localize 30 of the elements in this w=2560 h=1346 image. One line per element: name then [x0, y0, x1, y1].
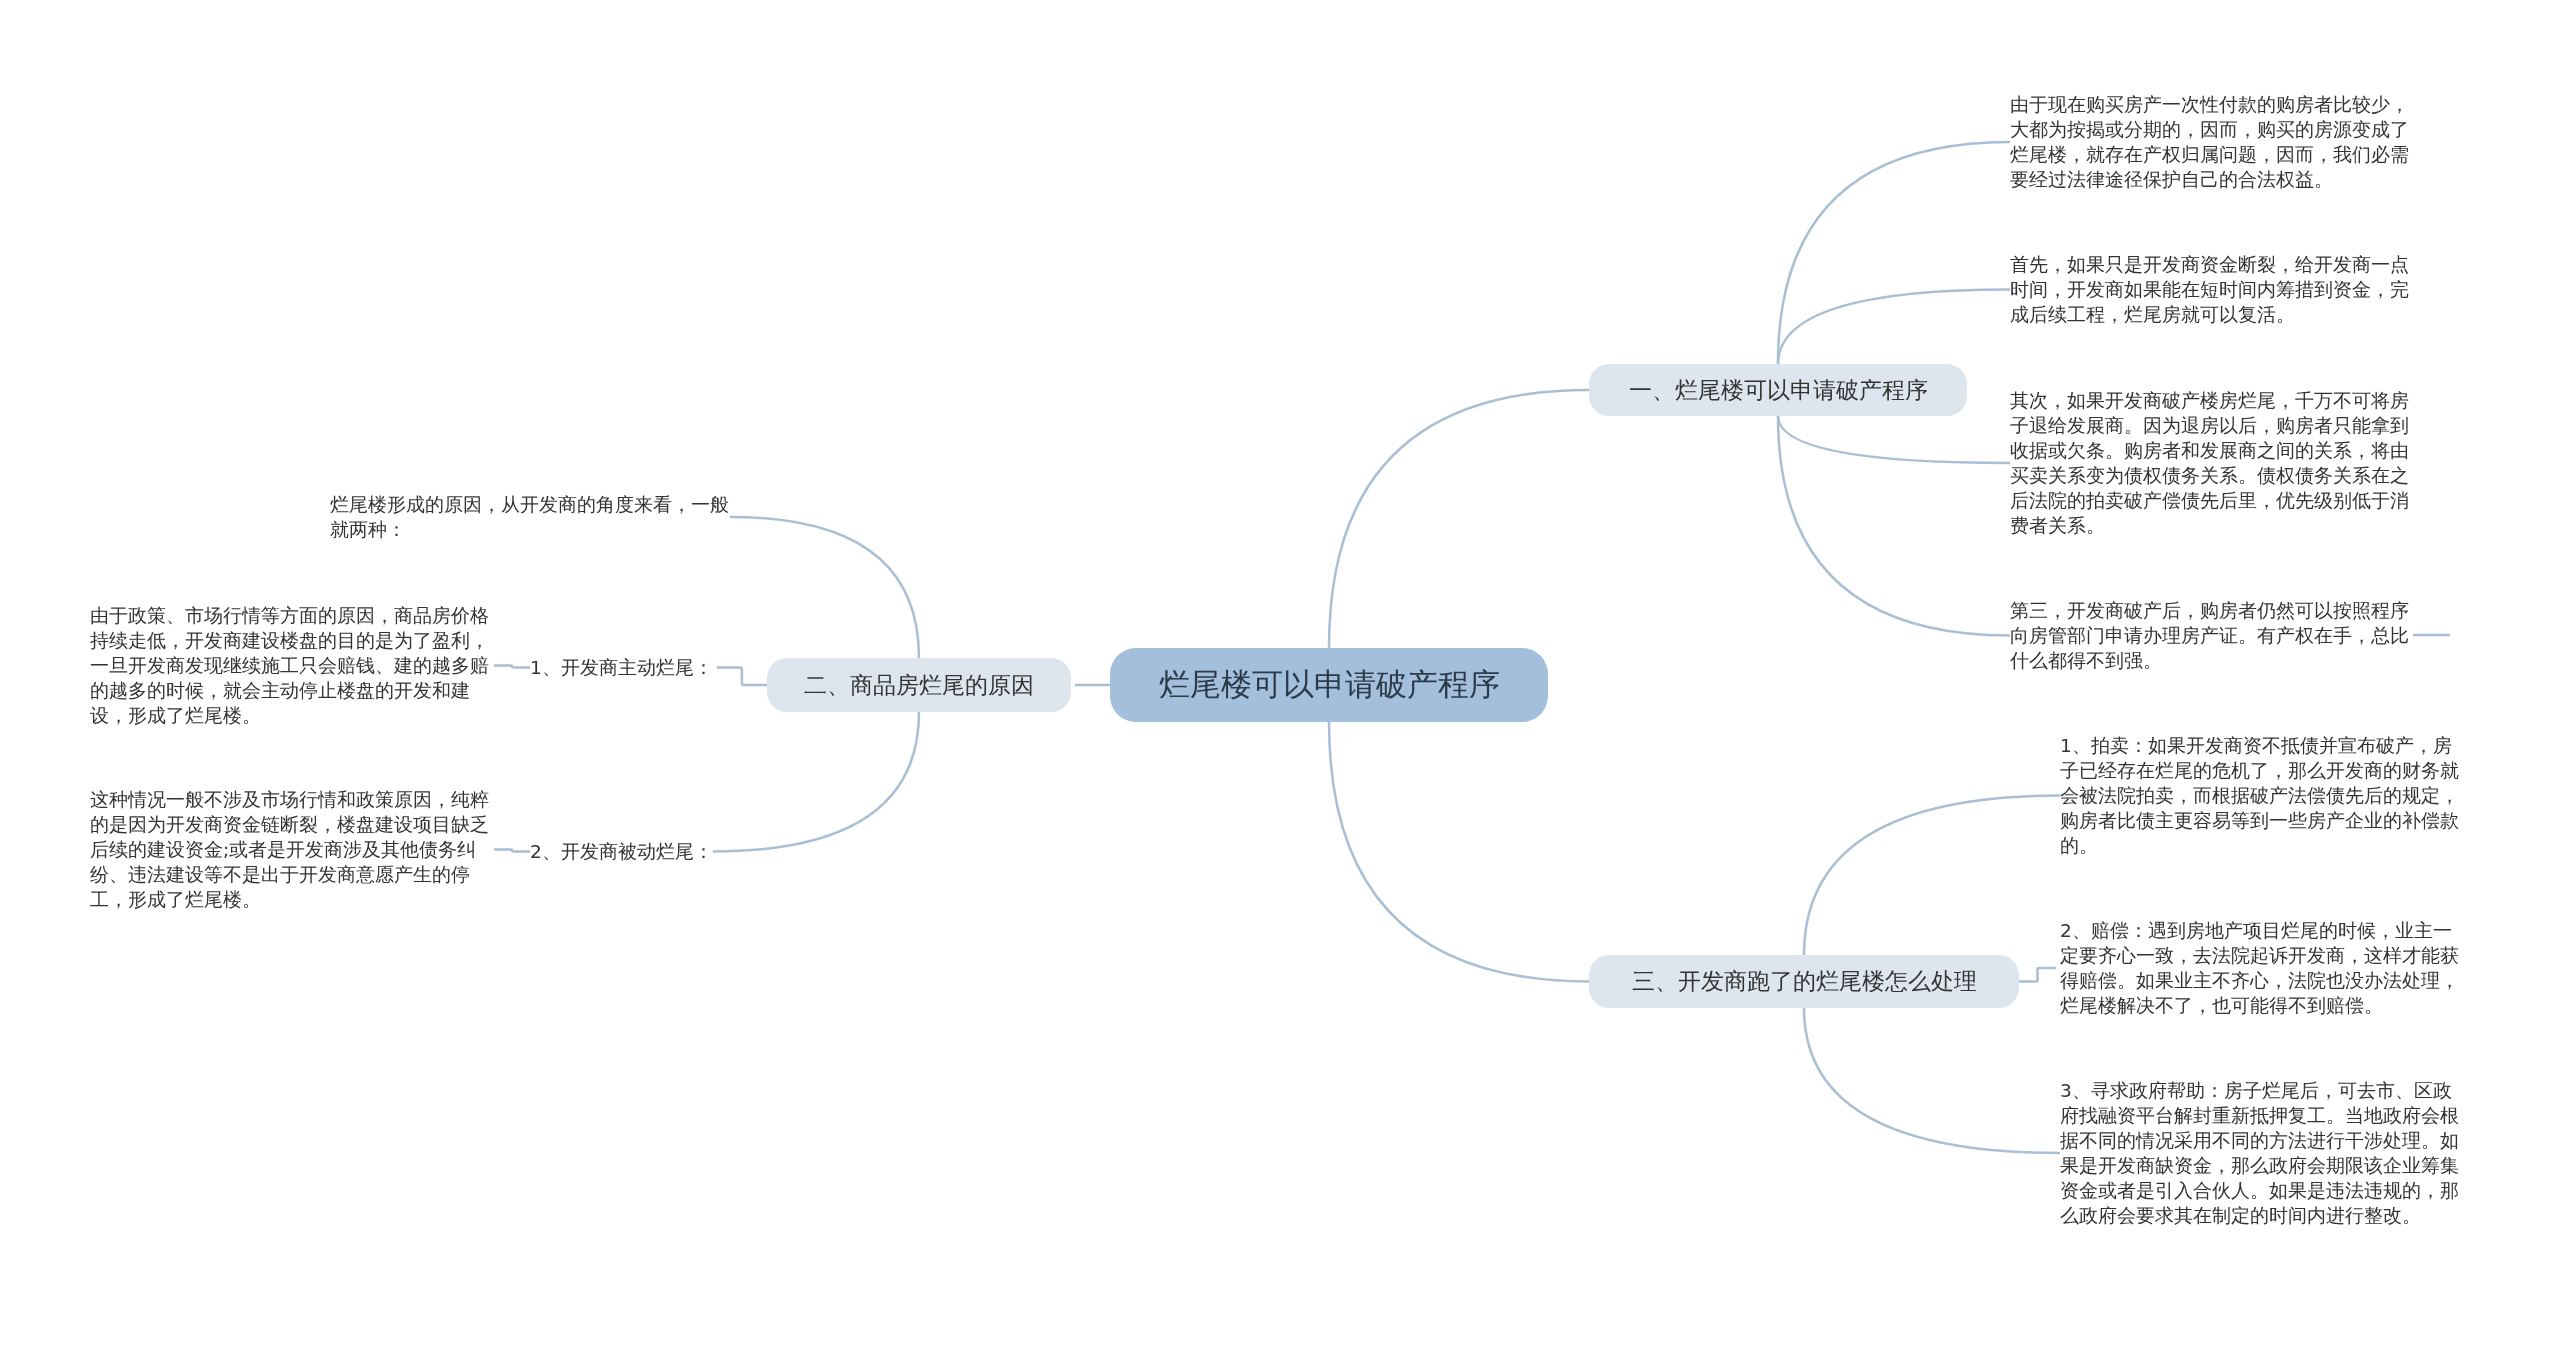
connector-line: [494, 848, 530, 853]
connector-line: [1776, 415, 2010, 465]
connector-line: [494, 664, 530, 669]
note-text: 首先，如果只是开发商资金断裂，给开发商一点时间，开发商如果能在短时间内筹措到资金，完成后续工程，烂尾房就可以复活。: [2010, 252, 2415, 327]
connector-line: [712, 711, 921, 853]
connector-line: [2019, 966, 2056, 983]
branch-topic: 一、烂尾楼可以申请破产程序: [1589, 364, 1967, 416]
note-text: 第三，开发商破产后，购房者仍然可以按照程序向房管部门申请办理房产证。有产权在手，总比什么都得不到强。: [2010, 598, 2415, 673]
connector-line: [1776, 288, 2010, 365]
subtopic-text: 1、开发商主动烂尾：: [530, 655, 713, 680]
connector-line: [1327, 721, 1590, 983]
central-topic: 烂尾楼可以申请破产程序: [1110, 648, 1548, 722]
connector-line: [1802, 794, 2061, 956]
branch-topic: 三、开发商跑了的烂尾楼怎么处理: [1589, 955, 2019, 1008]
note-text: 1、拍卖：如果开发商资不抵债并宣布破产，房子已经存在烂尾的危机了，那么开发商的财务就会被法院拍卖，而根据破产法偿债先后的规定，购房者比债主更容易等到一些房产企业的补偿款的。: [2060, 733, 2460, 858]
note-text: 3、寻求政府帮助：房子烂尾后，可去市、区政府找融资平台解封重新抵押复工。当地政府会根据不同的情况采用不同的方法进行干涉处理。如果是开发商缺资金，那么政府会期限该企业筹集资金或者是引入合伙人。如果是违法违规的，那么政府会要求其在制定的时间内进行整改。: [2060, 1078, 2460, 1228]
note-text: 其次，如果开发商破产楼房烂尾，千万不可将房子退给发展商。因为退房以后，购房者只能拿到收据或欠条。购房者和发展商之间的关系，将由买卖关系变为债权债务关系。债权债务关系在之后法院的拍卖破产偿债先后里，优先级别低于消费者关系。: [2010, 388, 2415, 538]
connector-line: [1075, 683, 1110, 687]
branch-topic: 二、商品房烂尾的原因: [767, 658, 1071, 712]
note-text: 这种情况一般不涉及市场行情和政策原因，纯粹的是因为开发商资金链断裂，楼盘建设项目缺乏后续的建设资金;或者是开发商涉及其他债务纠纷、违法建设等不是出于开发商意愿产生的停工，形成了烂尾楼。: [90, 787, 490, 912]
connector-line: [716, 666, 767, 687]
subtopic-text: 2、开发商被动烂尾：: [530, 839, 713, 864]
note-text: 由于现在购买房产一次性付款的购房者比较少，大都为按揭或分期的，因而，购买的房源变成了烂尾楼，就存在产权归属问题，因而，我们必需要经过法律途径保护自己的合法权益。: [2010, 92, 2415, 192]
connector-line: [1327, 388, 1590, 649]
note-text: 2、赔偿：遇到房地产项目烂尾的时候，业主一定要齐心一致，去法院起诉开发商，这样才能获得赔偿。如果业主不齐心，法院也没办法处理，烂尾楼解决不了，也可能得不到赔偿。: [2060, 918, 2460, 1018]
connector-line: [1802, 1007, 2061, 1155]
connector-line: [1776, 415, 2011, 637]
note-text: 由于政策、市场行情等方面的原因，商品房价格持续走低，开发商建设楼盘的目的是为了盈利，一旦开发商发现继续施工只会赔钱、建的越多赔的越多的时候，就会主动停止楼盘的开发和建设，形成了烂尾楼。: [90, 603, 490, 728]
connector-line: [729, 515, 921, 659]
note-text: 烂尾楼形成的原因，从开发商的角度来看，一般就两种：: [330, 492, 730, 542]
